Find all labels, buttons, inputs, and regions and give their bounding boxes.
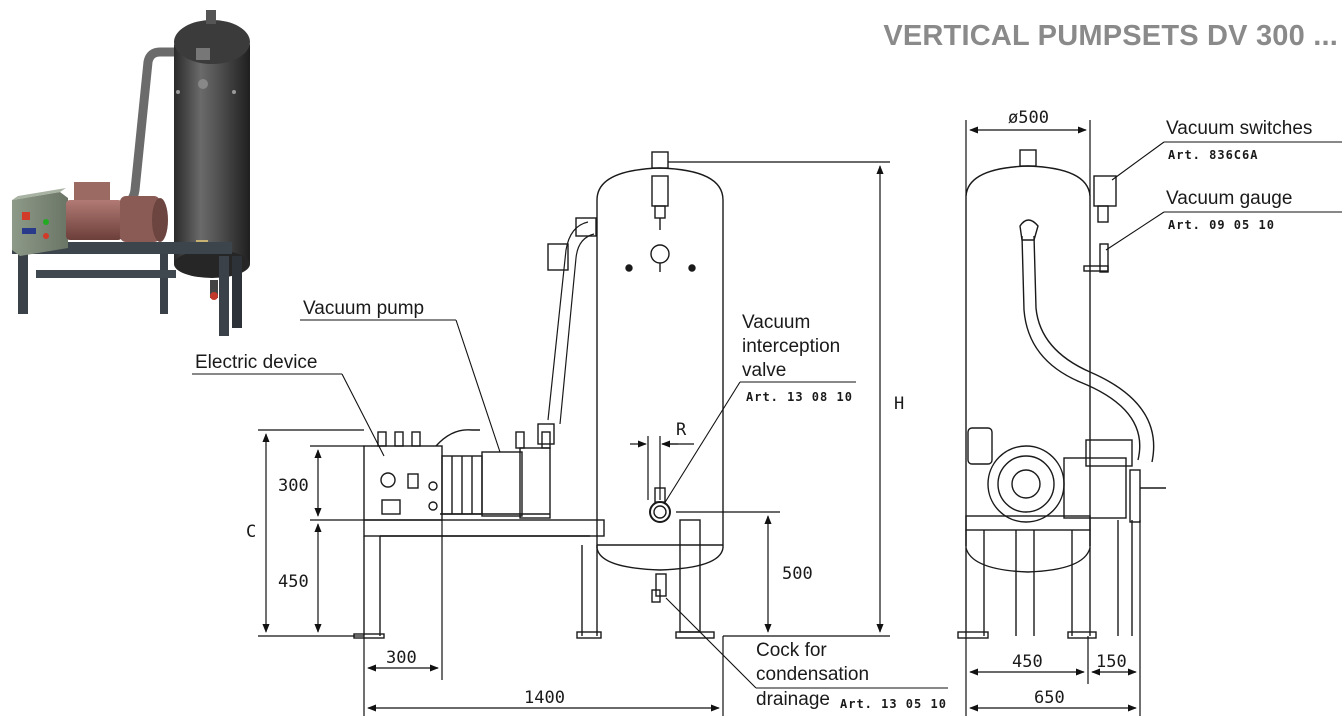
- dim-diameter-500: ø500: [1008, 108, 1049, 128]
- dim-h: H: [894, 394, 905, 414]
- label-vacuum-gauge: Vacuum gauge: [1166, 188, 1293, 209]
- label-cock-line1: Cock for: [756, 640, 827, 661]
- label-valve-line2: interception: [742, 336, 841, 357]
- label-cock-art: Art. 13 05 10: [840, 697, 947, 711]
- label-vacuum-switches-art: Art. 836C6A: [1168, 148, 1259, 162]
- dim-r: R: [676, 420, 687, 440]
- dim-500: 500: [782, 564, 813, 584]
- page-title: VERTICAL PUMPSETS DV 300 ...: [883, 20, 1338, 52]
- label-valve-line1: Vacuum: [742, 312, 811, 333]
- dim-150-side: 150: [1096, 652, 1127, 672]
- dim-450-side: 450: [1012, 652, 1043, 672]
- dimension-lines: [258, 120, 1141, 716]
- dim-300-base: 300: [386, 648, 417, 668]
- pumpset-3d-render: [12, 10, 250, 336]
- label-valve-art: Art. 13 08 10: [746, 390, 853, 404]
- label-vacuum-gauge-art: Art. 09 05 10: [1168, 218, 1275, 232]
- dim-450-lower: 450: [278, 572, 309, 592]
- side-view: [957, 149, 1166, 639]
- label-electric-device: Electric device: [195, 352, 318, 373]
- label-valve-line3: valve: [742, 360, 787, 381]
- dim-300-upper: 300: [278, 476, 309, 496]
- dim-650-side: 650: [1034, 688, 1065, 708]
- dim-c: C: [246, 522, 257, 542]
- dim-1400: 1400: [524, 688, 565, 708]
- label-cock-line2: condensation: [756, 664, 870, 685]
- front-view: [353, 151, 724, 639]
- label-vacuum-pump: Vacuum pump: [303, 298, 425, 319]
- leader-lines: [192, 141, 1342, 689]
- label-vacuum-switches: Vacuum switches: [1166, 118, 1313, 139]
- label-cock-line3: drainage: [756, 689, 830, 710]
